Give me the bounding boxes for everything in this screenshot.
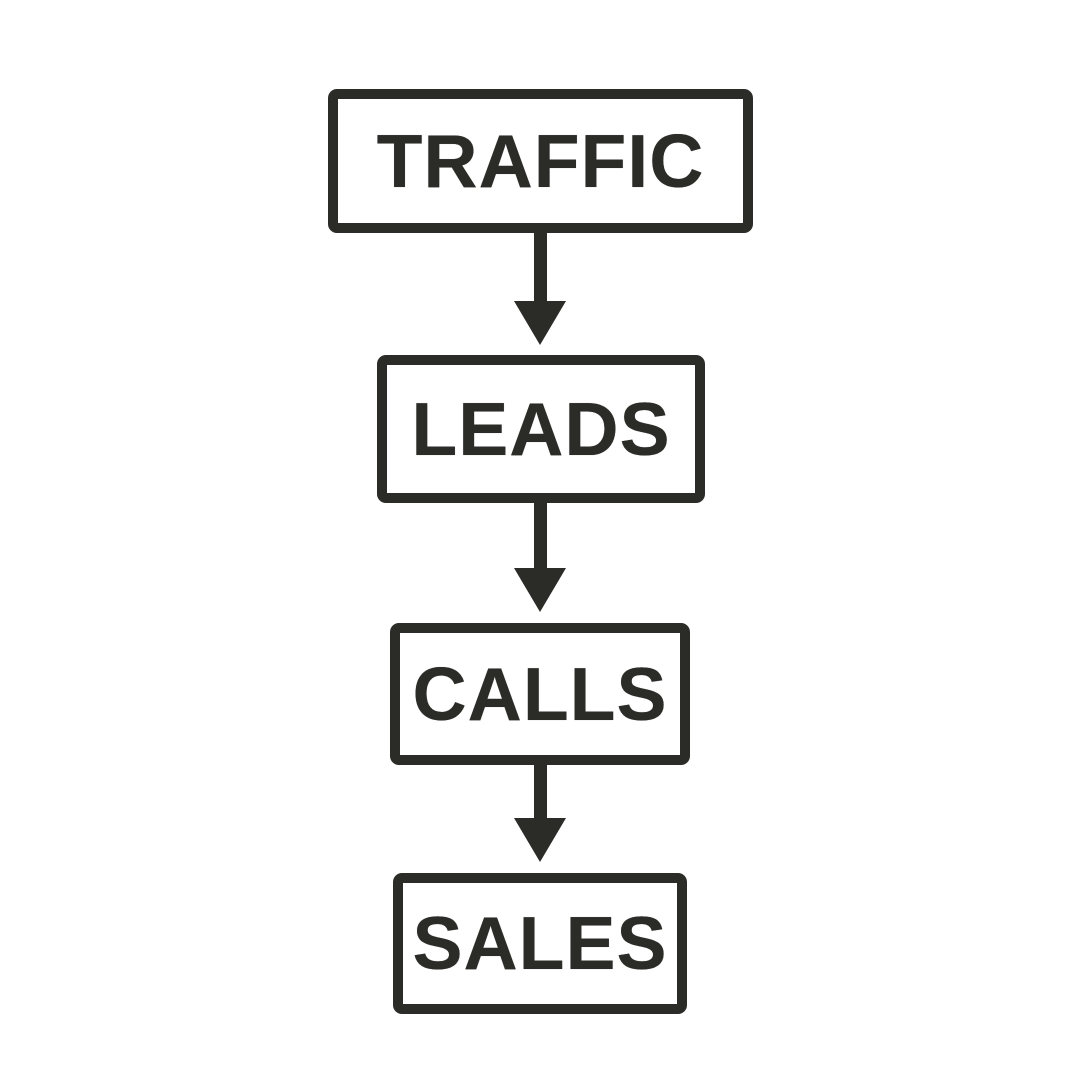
flow-node-calls: CALLS	[390, 623, 690, 765]
flow-node-traffic: TRAFFIC	[328, 89, 753, 233]
flow-node-sales-label: SALES	[412, 901, 668, 985]
flow-node-leads-label: LEADS	[411, 386, 671, 471]
arrow-down-calls-to-sales	[514, 763, 566, 862]
arrow-head-icon	[514, 818, 566, 862]
flow-node-sales: SALES	[393, 873, 687, 1014]
arrow-shaft	[533, 763, 547, 818]
arrow-down-traffic-to-leads	[514, 231, 566, 345]
flow-node-traffic-label: TRAFFIC	[376, 118, 705, 203]
arrow-head-icon	[514, 301, 566, 345]
arrow-shaft	[533, 231, 547, 301]
arrow-head-icon	[514, 568, 566, 612]
arrow-down-leads-to-calls	[514, 501, 566, 612]
flow-node-leads: LEADS	[377, 355, 705, 503]
flow-node-calls-label: CALLS	[412, 651, 668, 736]
arrow-shaft	[533, 501, 547, 568]
